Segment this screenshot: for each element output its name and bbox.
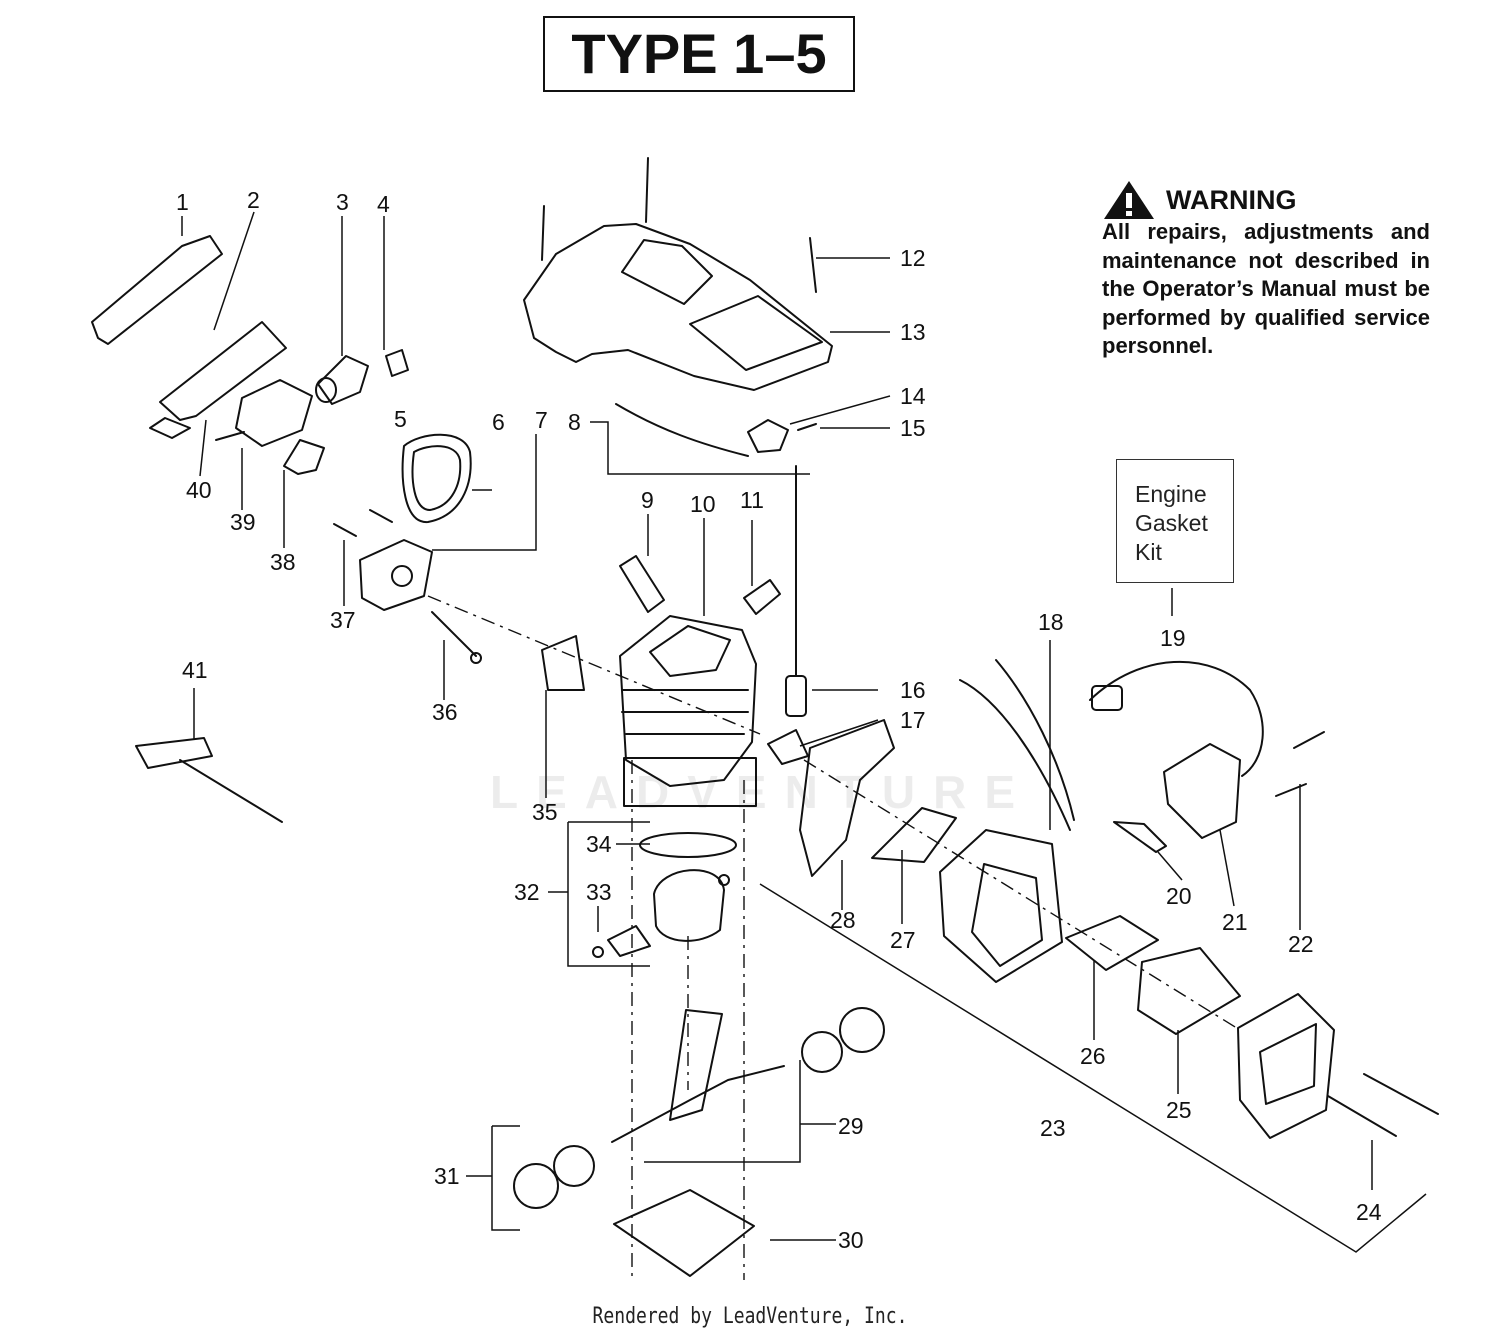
part-heat-shield-28 bbox=[799, 719, 895, 877]
kit-line-2: Gasket bbox=[1135, 510, 1208, 536]
part-spark-arrestor-26 bbox=[1065, 915, 1159, 971]
callout-numbers: 1 2 3 4 5 6 7 8 9 10 11 12 13 14 15 16 1… bbox=[176, 187, 1382, 1253]
callout-40: 40 bbox=[186, 477, 212, 503]
part-pin-15 bbox=[797, 423, 817, 431]
part-gasket-27 bbox=[871, 807, 957, 863]
part-fuel-line-8 bbox=[615, 403, 749, 457]
part-top-cover-13 bbox=[523, 223, 833, 391]
kit-line-1: Engine bbox=[1135, 481, 1207, 507]
warning-triangle-icon bbox=[1104, 181, 1154, 219]
part-bearing-31a bbox=[513, 1163, 559, 1209]
part-ring-6 bbox=[401, 433, 472, 524]
part-filter-housing bbox=[159, 321, 287, 421]
callout-9: 9 bbox=[641, 487, 654, 513]
callout-5: 5 bbox=[394, 406, 407, 432]
callout-4: 4 bbox=[377, 191, 390, 217]
callout-3: 3 bbox=[336, 189, 349, 215]
callout-16: 16 bbox=[900, 677, 926, 703]
callout-38: 38 bbox=[270, 549, 296, 575]
part-cylinder-10 bbox=[619, 615, 757, 787]
callout-39: 39 bbox=[230, 509, 256, 535]
part-bolt-36 bbox=[431, 611, 477, 657]
callout-30: 30 bbox=[838, 1227, 864, 1253]
callout-36: 36 bbox=[432, 699, 458, 725]
callout-41: 41 bbox=[182, 657, 208, 683]
callout-37: 37 bbox=[330, 607, 356, 633]
callout-6: 6 bbox=[492, 409, 505, 435]
callout-21: 21 bbox=[1222, 909, 1248, 935]
warning-heading: WARNING bbox=[1166, 184, 1297, 215]
part-ignition-module-21 bbox=[1163, 743, 1241, 839]
part-screw-37b bbox=[369, 509, 393, 523]
part-spark-plug-9 bbox=[619, 555, 665, 613]
callout-19: 19 bbox=[1160, 625, 1186, 651]
callout-25: 25 bbox=[1166, 1097, 1192, 1123]
kit-line-3: Kit bbox=[1135, 539, 1162, 565]
part-screen-25 bbox=[1137, 947, 1241, 1035]
callout-28: 28 bbox=[830, 907, 856, 933]
part-bracket-20 bbox=[1113, 821, 1167, 853]
part-bolt-24b bbox=[1327, 1095, 1397, 1137]
part-wires-18 bbox=[959, 659, 1075, 831]
callout-20: 20 bbox=[1166, 883, 1192, 909]
callout-32: 32 bbox=[514, 879, 540, 905]
part-screw-12a bbox=[645, 157, 649, 223]
part-carburetor bbox=[235, 379, 313, 447]
callout-7: 7 bbox=[535, 407, 548, 433]
part-switch-14 bbox=[747, 419, 789, 453]
callout-23: 23 bbox=[1040, 1115, 1066, 1141]
part-pin-33 bbox=[607, 925, 651, 957]
callout-11: 11 bbox=[740, 487, 764, 513]
callout-22: 22 bbox=[1288, 931, 1314, 957]
callout-18: 18 bbox=[1038, 609, 1064, 635]
footer-credit: Rendered by LeadVenture, Inc. bbox=[592, 1304, 908, 1329]
part-crankshaft-29 bbox=[611, 1009, 785, 1143]
callout-33: 33 bbox=[586, 879, 612, 905]
part-bearing-31b bbox=[553, 1145, 595, 1187]
part-screw-37a bbox=[333, 523, 357, 537]
part-combination-tool-41 bbox=[135, 737, 283, 823]
part-bolt-24a bbox=[1363, 1073, 1439, 1115]
callout-2: 2 bbox=[247, 187, 260, 213]
callout-24: 24 bbox=[1356, 1199, 1382, 1225]
part-screw-12b bbox=[541, 205, 545, 261]
part-gasket-35 bbox=[541, 635, 585, 691]
callout-35: 35 bbox=[532, 799, 558, 825]
callout-34: 34 bbox=[586, 831, 612, 857]
callout-8: 8 bbox=[568, 409, 581, 435]
callout-13: 13 bbox=[900, 319, 926, 345]
callout-14: 14 bbox=[900, 383, 926, 409]
part-crankcase-30 bbox=[613, 1189, 755, 1277]
callout-1: 1 bbox=[176, 189, 189, 215]
warning-text: All repairs, adjustments and maintenance… bbox=[1102, 219, 1430, 358]
callout-26: 26 bbox=[1080, 1043, 1106, 1069]
part-air-filter-cover bbox=[91, 235, 223, 345]
part-boot-11 bbox=[743, 579, 781, 615]
part-gasket-38 bbox=[283, 439, 325, 475]
engine-gasket-kit-box: Engine Gasket Kit bbox=[1116, 459, 1234, 583]
part-muffler-cover-24 bbox=[1237, 993, 1335, 1139]
part-intake-plate-7 bbox=[359, 539, 433, 611]
callout-17: 17 bbox=[900, 707, 926, 733]
diagram-title: TYPE 1–5 bbox=[543, 16, 855, 92]
part-screw-22b bbox=[1275, 783, 1307, 797]
part-screw-22a bbox=[1293, 731, 1325, 749]
callout-27: 27 bbox=[890, 927, 916, 953]
part-piston-33 bbox=[653, 869, 725, 942]
part-muffler-23 bbox=[939, 829, 1063, 983]
part-collar-17 bbox=[767, 729, 809, 765]
part-intake-boot bbox=[317, 355, 369, 405]
part-screw-12c bbox=[809, 237, 817, 293]
callout-29: 29 bbox=[838, 1113, 864, 1139]
callout-10: 10 bbox=[690, 491, 716, 517]
part-clamp bbox=[385, 349, 409, 377]
callout-31: 31 bbox=[434, 1163, 460, 1189]
warning-notice: WARNING All repairs, adjustments and mai… bbox=[1102, 180, 1430, 361]
callout-15: 15 bbox=[900, 415, 926, 441]
callout-12: 12 bbox=[900, 245, 926, 271]
part-ring-34 bbox=[639, 832, 737, 858]
